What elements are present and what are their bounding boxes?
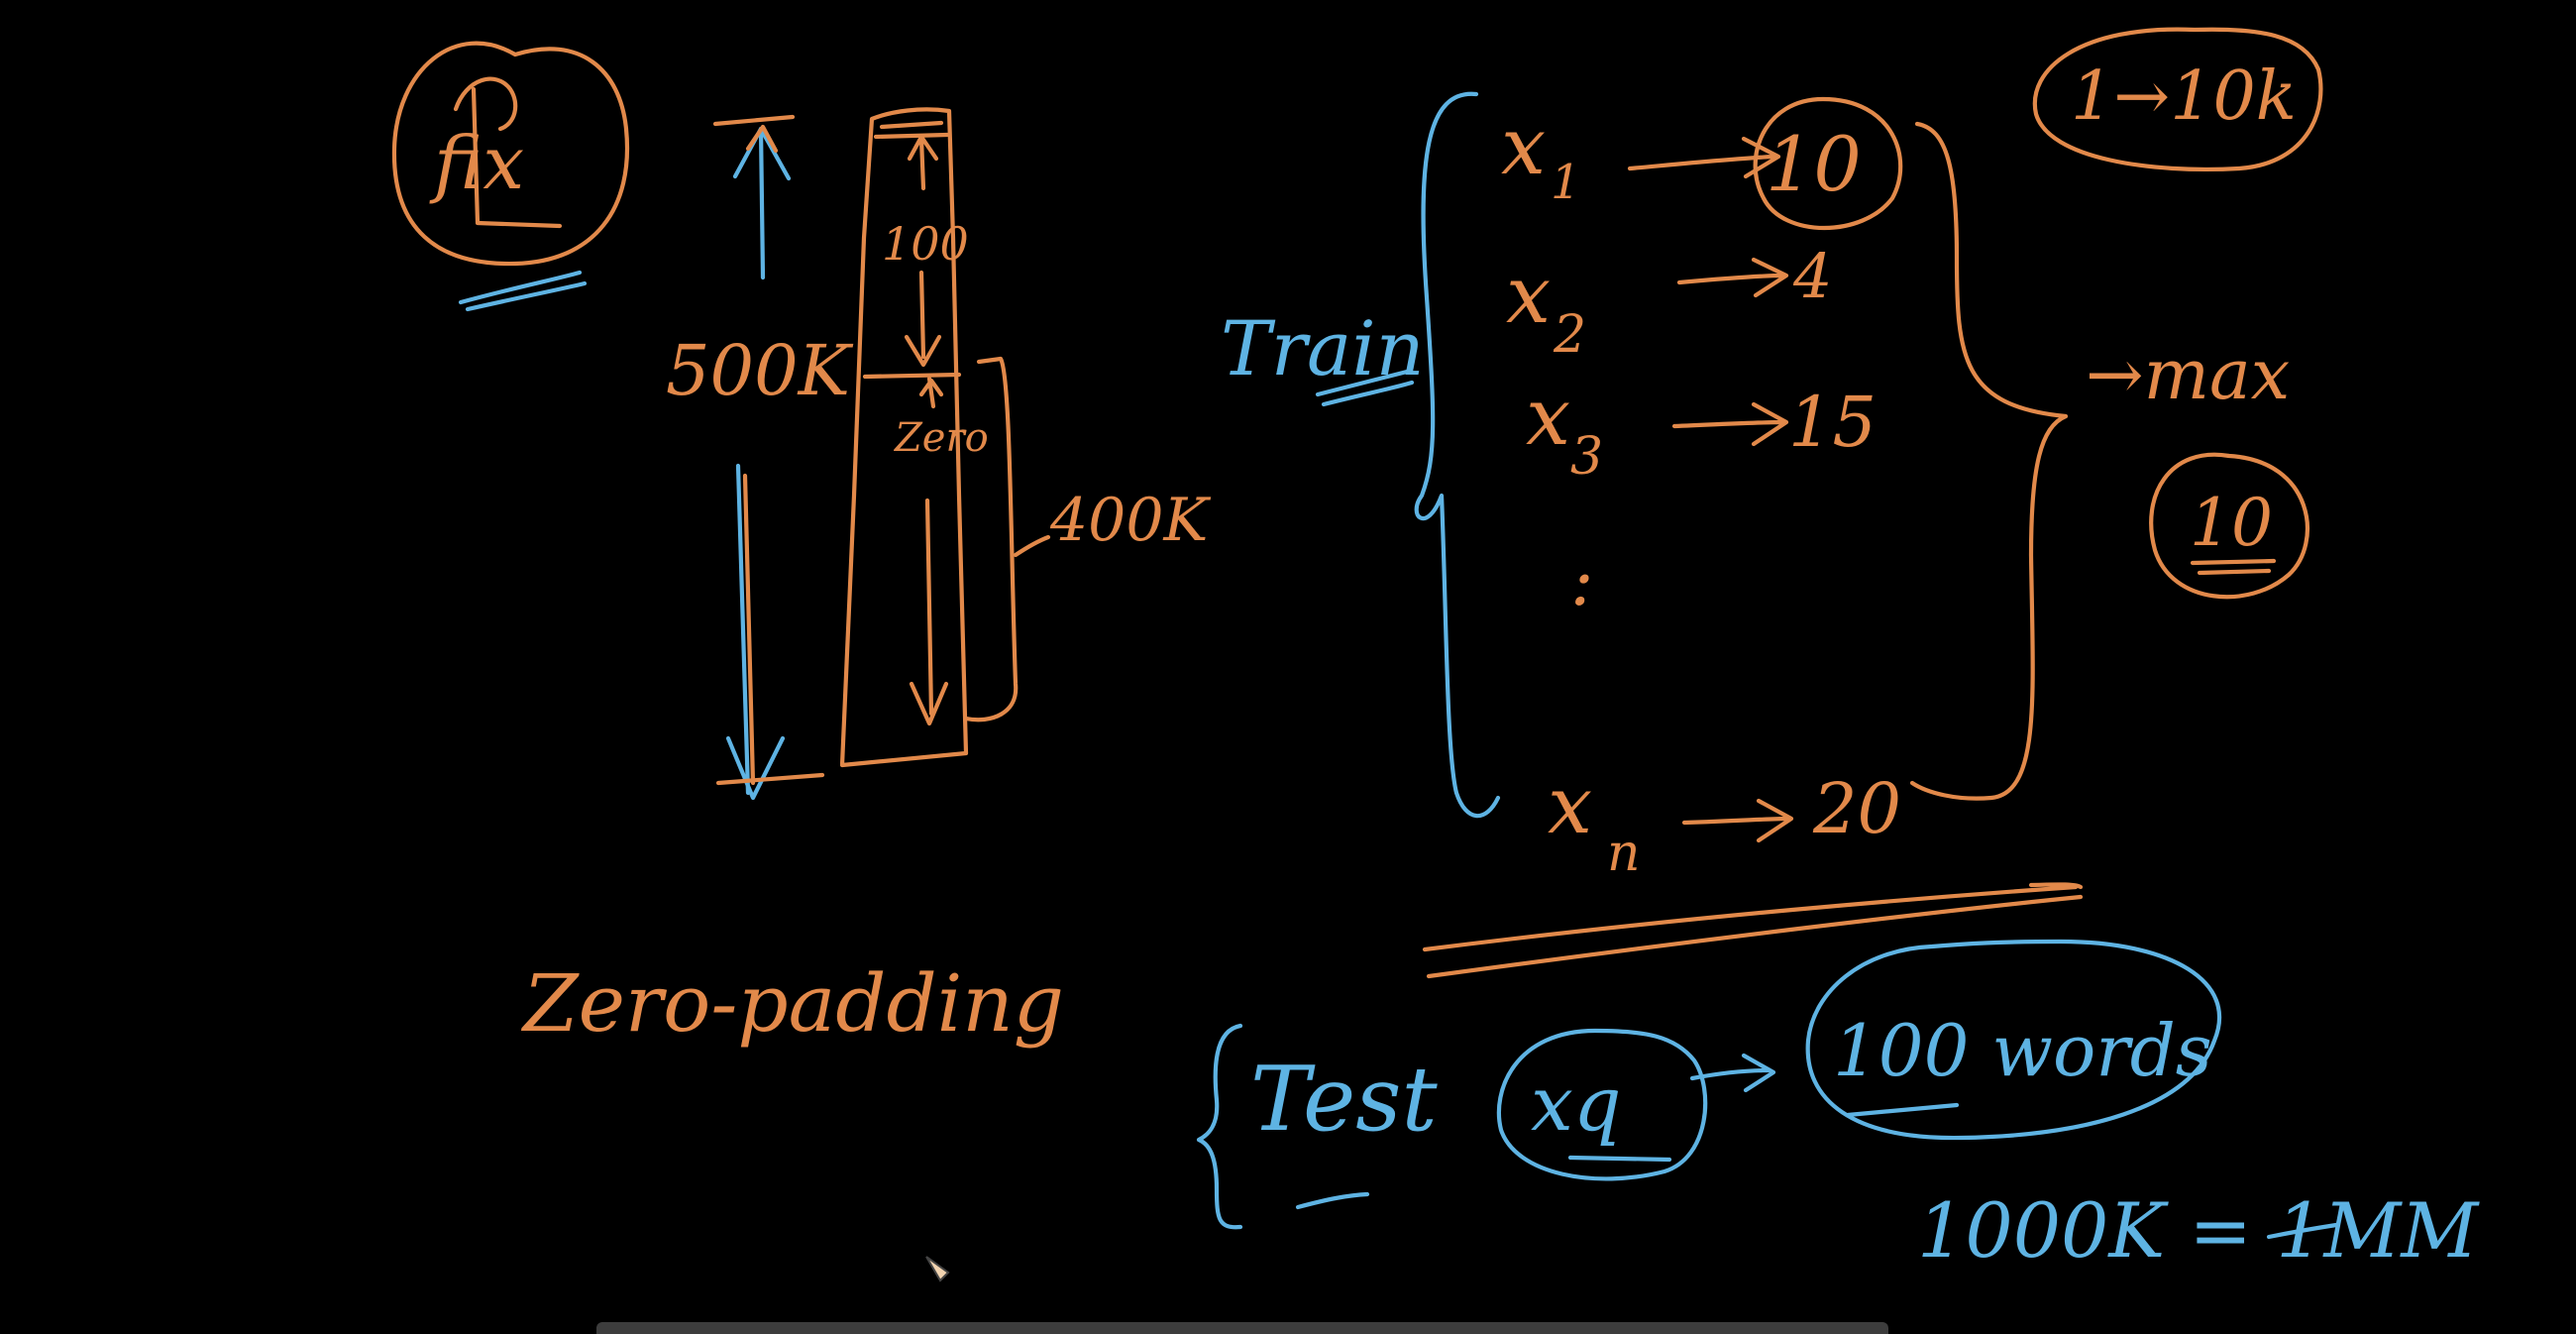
query-label: xq — [1531, 1059, 1622, 1148]
svg-text:x: x — [1506, 249, 1551, 341]
length-label: 500K — [666, 330, 854, 411]
fix-label: fix — [429, 121, 524, 206]
value-circle-top — [1753, 96, 1903, 231]
query-circle — [1496, 1028, 1708, 1181]
svg-text:n: n — [1607, 824, 1641, 883]
words-ellipse — [1805, 939, 2222, 1141]
words-label: 100 words — [1833, 1009, 2212, 1092]
test-group: Test xq 100 words 1000K = 1MM — [1196, 939, 2480, 1275]
svg-text:x: x — [1501, 100, 1546, 192]
svg-text:x: x — [1526, 371, 1570, 463]
max-label: →max — [2086, 334, 2290, 415]
fix-group: fix — [391, 41, 630, 312]
max-brace — [1909, 121, 2069, 801]
horizontal-scrollbar[interactable] — [596, 1322, 1888, 1334]
box-zero-label: Zero — [893, 415, 989, 461]
test-label: Test — [1250, 1048, 1438, 1152]
fix-underline — [458, 270, 588, 312]
zero-padding-label: Zero-padding — [520, 957, 1064, 1050]
equation-label: 1000K = 1MM — [1917, 1186, 2480, 1275]
svg-text:2: 2 — [1553, 305, 1586, 365]
max-value: 10 — [2190, 485, 2273, 561]
box-top-label: 100 — [882, 217, 969, 271]
svg-text:20: 20 — [1812, 768, 1901, 849]
svg-text:3: 3 — [1570, 427, 1603, 487]
fix-circle — [391, 41, 630, 267]
section-divider — [1422, 882, 2084, 979]
test-brace — [1196, 1023, 1243, 1230]
svg-text::: : — [1570, 540, 1594, 621]
range-ellipse — [2032, 27, 2323, 172]
bracket-label: 400K — [1049, 486, 1212, 555]
train-brace — [1414, 91, 1501, 819]
pen-cursor-icon — [925, 1256, 950, 1282]
train-group: Train x 1 10 x 2 4 x 3 15 : x n 20 →max … — [1221, 27, 2323, 883]
length-arrow-group: 500K — [666, 114, 854, 801]
max-value-circle — [2149, 452, 2309, 600]
svg-text:15: 15 — [1788, 382, 1877, 463]
train-label: Train — [1221, 304, 1425, 392]
padded-sequence-box: 100 Zero 400K — [839, 107, 1212, 768]
svg-text:4: 4 — [1792, 240, 1832, 312]
range-label: 1→10k — [2071, 57, 2297, 136]
svg-text:x: x — [1548, 759, 1592, 851]
svg-text:10: 10 — [1766, 120, 1862, 208]
svg-text:1: 1 — [1551, 155, 1581, 210]
